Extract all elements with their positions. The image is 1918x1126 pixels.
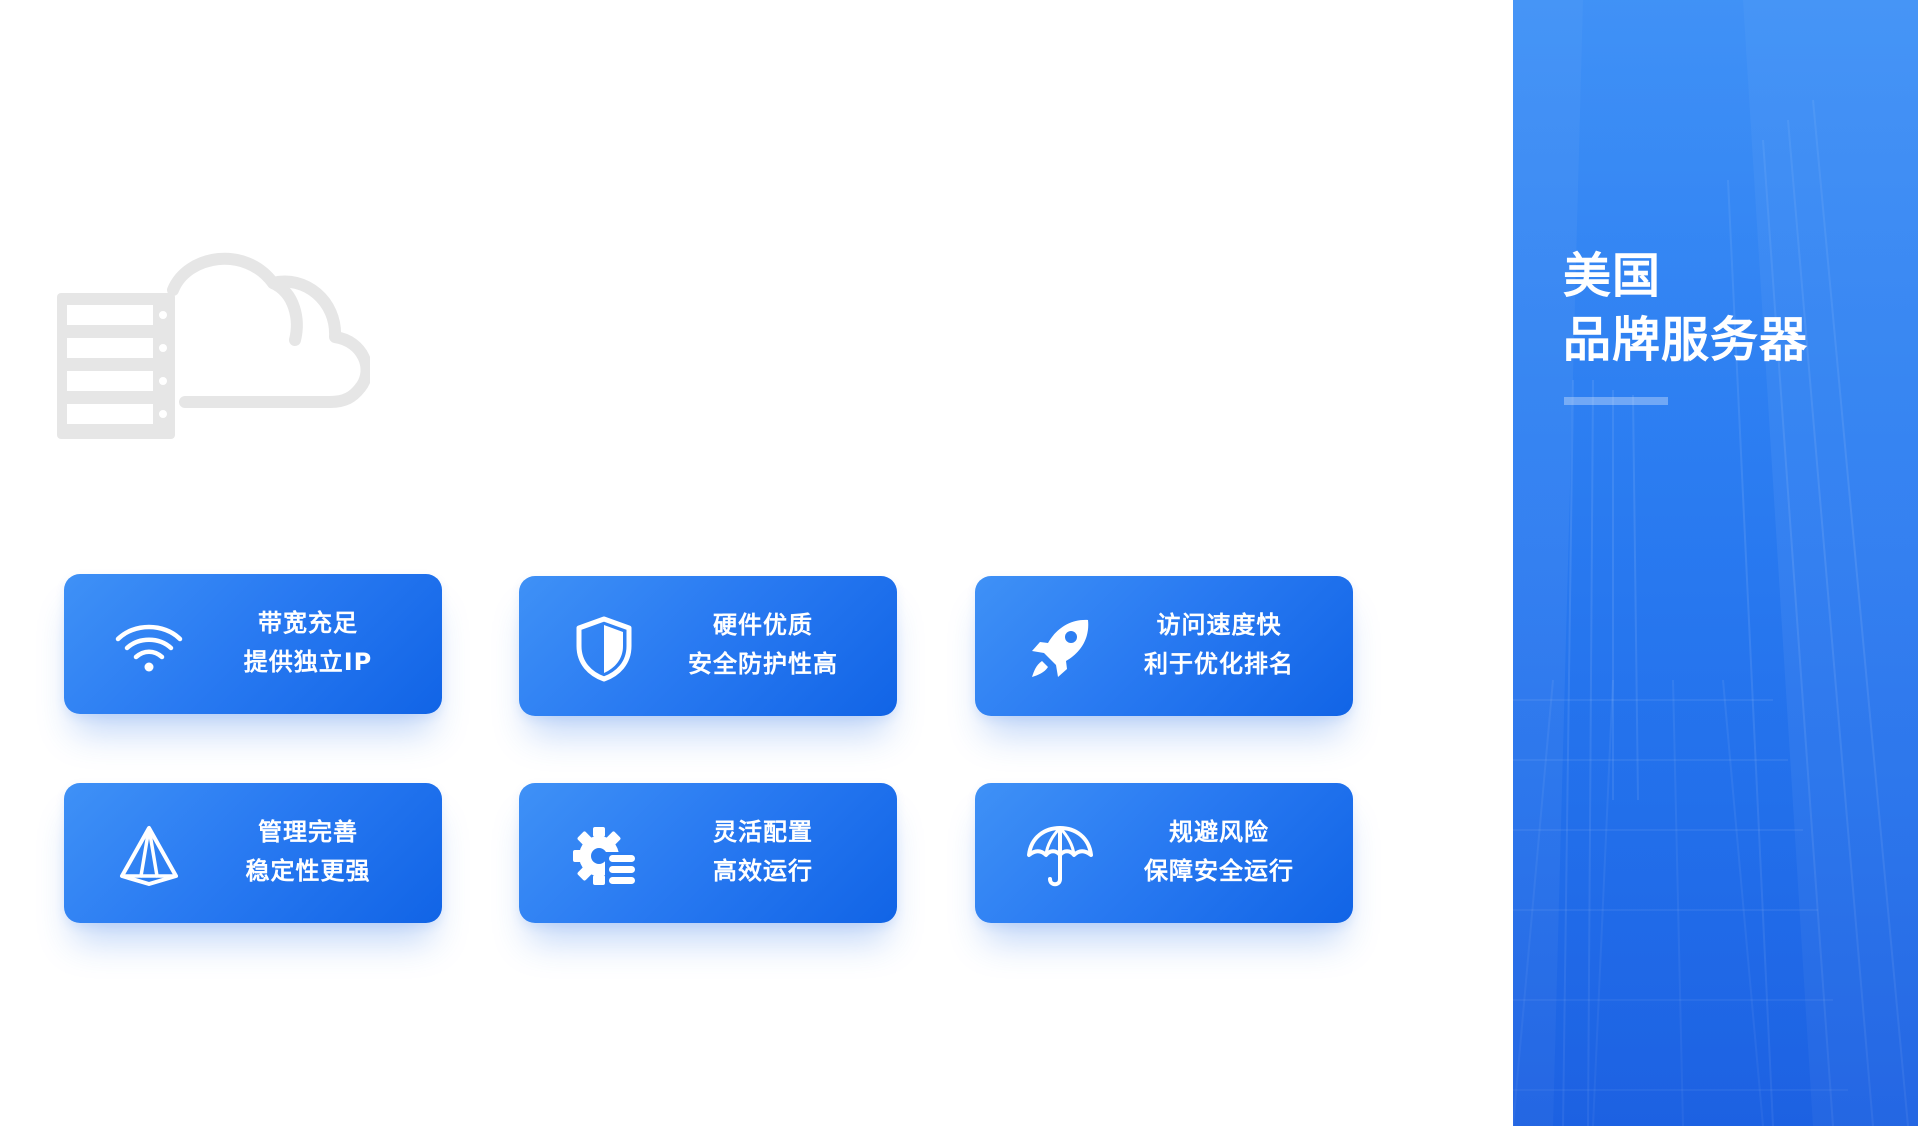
feature-card-hardware[interactable]: 硬件优质 安全防护性高 <box>519 576 897 716</box>
feature-text: 硬件优质 安全防护性高 <box>657 606 869 684</box>
wifi-icon <box>114 612 184 682</box>
feature-card-management[interactable]: 管理完善 稳定性更强 <box>64 783 442 923</box>
feature-subtitle: 保障安全运行 <box>1144 857 1294 885</box>
feature-subtitle: 高效运行 <box>713 857 813 885</box>
rocket-icon <box>1025 614 1095 684</box>
feature-text: 管理完善 稳定性更强 <box>202 813 414 891</box>
feature-title: 硬件优质 <box>713 611 813 639</box>
cloud-server-icon <box>55 245 373 440</box>
feature-title: 规避风险 <box>1169 818 1269 846</box>
feature-card-config[interactable]: 灵活配置 高效运行 <box>519 783 897 923</box>
feature-text: 规避风险 保障安全运行 <box>1113 813 1325 891</box>
feature-title: 管理完善 <box>258 818 358 846</box>
pyramid-icon <box>114 821 184 891</box>
feature-subtitle: 安全防护性高 <box>688 650 838 678</box>
shield-icon <box>569 614 639 684</box>
feature-card-bandwidth[interactable]: 带宽充足 提供独立IP <box>64 574 442 714</box>
feature-subtitle: 提供独立IP <box>243 648 373 676</box>
brand-panel: 美国 品牌服务器 <box>1513 0 1918 1126</box>
panel-title-line1: 美国 <box>1563 248 1662 304</box>
panel-title: 美国 品牌服务器 <box>1563 244 1808 372</box>
feature-title: 灵活配置 <box>713 818 813 846</box>
feature-title: 访问速度快 <box>1156 611 1282 639</box>
feature-title: 带宽充足 <box>258 609 358 637</box>
feature-card-speed[interactable]: 访问速度快 利于优化排名 <box>975 576 1353 716</box>
umbrella-icon <box>1025 821 1095 891</box>
feature-text: 灵活配置 高效运行 <box>657 813 869 891</box>
feature-text: 访问速度快 利于优化排名 <box>1113 606 1325 684</box>
title-divider <box>1564 397 1668 405</box>
feature-card-risk[interactable]: 规避风险 保障安全运行 <box>975 783 1353 923</box>
panel-title-line2: 品牌服务器 <box>1563 312 1809 368</box>
feature-subtitle: 利于优化排名 <box>1144 650 1294 678</box>
feature-subtitle: 稳定性更强 <box>245 857 371 885</box>
gear-config-icon <box>569 821 639 891</box>
datacenter-background-image <box>1513 0 1918 1126</box>
feature-text: 带宽充足 提供独立IP <box>202 604 414 682</box>
